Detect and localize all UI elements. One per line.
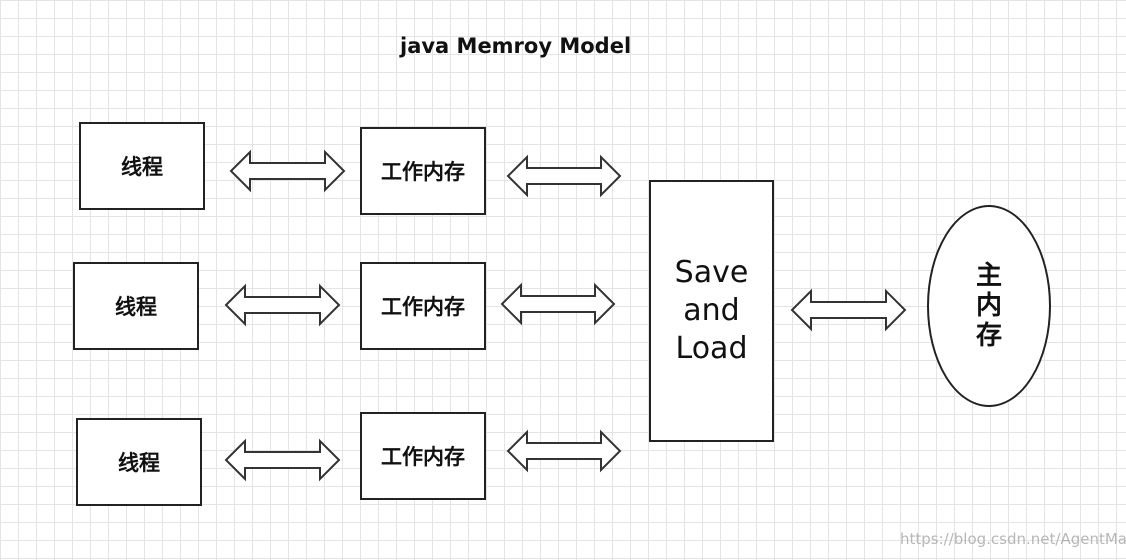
- double-arrow-work-saveload-1: [506, 154, 622, 198]
- double-arrow-saveload-main: [790, 288, 907, 332]
- work-memory-box-1: 工作内存: [360, 127, 486, 215]
- work-memory-box-2: 工作内存: [360, 262, 486, 350]
- double-arrow-thread-work-1: [229, 149, 346, 193]
- thread-box-3: 线程: [76, 418, 202, 506]
- and-label: and: [683, 293, 740, 328]
- save-label: Save: [674, 255, 749, 290]
- double-arrow-work-saveload-3: [506, 429, 622, 473]
- work-memory-box-3: 工作内存: [360, 412, 486, 500]
- save-and-load-label: Save and Load: [652, 254, 772, 368]
- double-arrow-thread-work-3: [224, 438, 341, 482]
- main-memory-ellipse: 主内存: [927, 205, 1051, 407]
- main-memory-label: 主内存: [975, 261, 1002, 351]
- thread-box-1: 线程: [79, 122, 205, 210]
- diagram-title: java Memroy Model: [400, 34, 632, 58]
- load-label: Load: [675, 331, 748, 366]
- double-arrow-thread-work-2: [224, 283, 341, 327]
- thread-box-2: 线程: [73, 262, 199, 350]
- save-and-load-box: Save and Load: [649, 180, 774, 442]
- watermark: https://blog.csdn.net/AgentMay: [900, 530, 1126, 548]
- double-arrow-work-saveload-2: [500, 282, 616, 326]
